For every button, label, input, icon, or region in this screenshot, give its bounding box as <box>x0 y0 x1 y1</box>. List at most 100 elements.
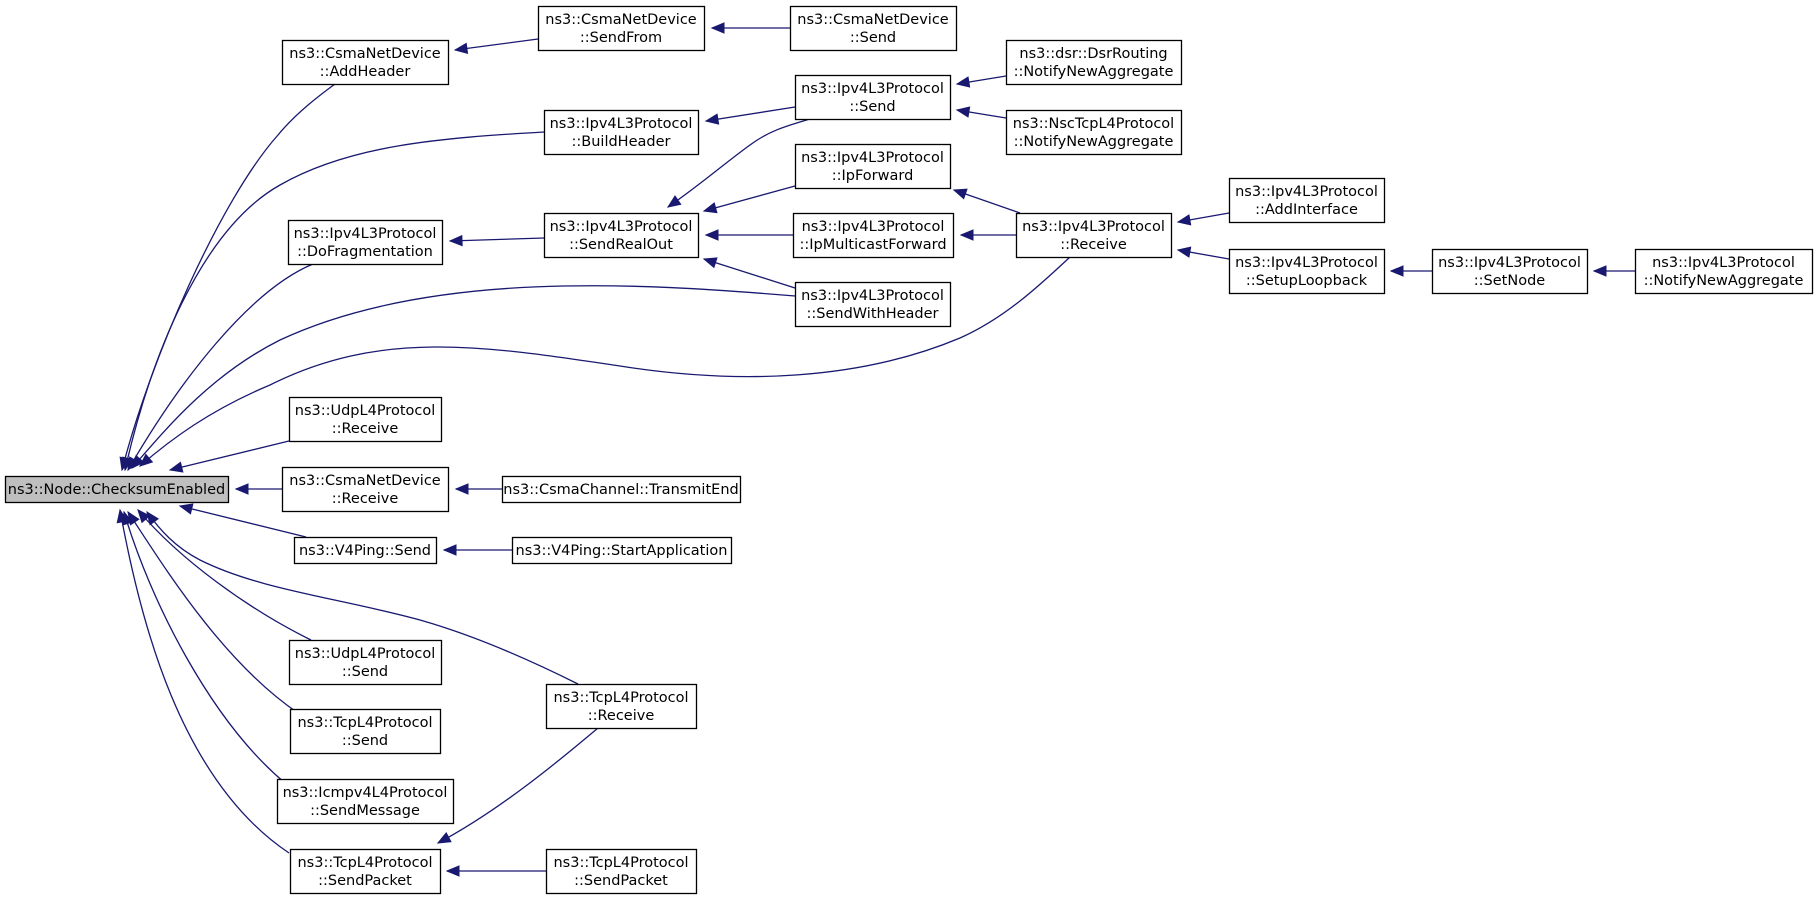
node-label-line: ::Receive <box>588 708 655 724</box>
arrowhead <box>704 229 719 241</box>
node-label-line: ns3::Ipv4L3Protocol <box>802 219 945 235</box>
node-label-line: ns3::Ipv4L3Protocol <box>1235 255 1378 271</box>
node-label-line: ::Send <box>342 664 388 680</box>
node-box <box>281 466 450 513</box>
node-box <box>4 475 230 504</box>
arrowhead <box>131 454 145 469</box>
node-box <box>545 848 698 895</box>
edge-ipv4_ipforward-to-ipv4_sendrealout <box>702 185 796 214</box>
arrowhead <box>952 188 968 200</box>
node-box <box>1015 212 1173 259</box>
node-tcp-sendpacket[interactable]: ns3::TcpL4Protocol::SendPacket <box>289 848 442 895</box>
node-csma-send[interactable]: ns3::CsmaNetDevice::Send <box>789 5 958 52</box>
arrowhead <box>146 510 160 526</box>
node-dsr-notify[interactable]: ns3::dsr::DsrRouting::NotifyNewAggregate <box>1005 39 1183 86</box>
node-nsctcp-notify[interactable]: ns3::NscTcpL4Protocol::NotifyNewAggregat… <box>1005 109 1183 156</box>
edge-nsctcp_notify-to-ipv4_send <box>955 106 1007 119</box>
node-ipv4-setnode[interactable]: ns3::Ipv4L3Protocol::SetNode <box>1431 248 1589 295</box>
node-ipv4-notify[interactable]: ns3::Ipv4L3Protocol::NotifyNewAggregate <box>1634 248 1814 295</box>
node-box <box>792 212 955 259</box>
edge-ipv4_receive-to-ipv4_ipmulticast <box>959 229 1016 241</box>
node-tcp-receive[interactable]: ns3::TcpL4Protocol::Receive <box>545 683 698 730</box>
arrowhead <box>178 503 194 515</box>
node-ipv4-sendwithheader[interactable]: ns3::Ipv4L3Protocol::SendWithHeader <box>794 281 952 328</box>
node-ipv4-ipmulticast[interactable]: ns3::Ipv4L3Protocol::IpMulticastForward <box>792 212 955 259</box>
node-ipv4-send[interactable]: ns3::Ipv4L3Protocol::Send <box>794 74 952 121</box>
nodes-layer: ns3::Node::ChecksumEnabled ns3::CsmaNetDe… <box>4 5 1814 895</box>
edge-csma_receive-to-checksum_enabled <box>234 483 282 495</box>
node-label-line: ns3::V4Ping::Send <box>299 543 431 559</box>
node-label-line: ns3::Ipv4L3Protocol <box>550 219 693 235</box>
node-ipv4-addinterface[interactable]: ns3::Ipv4L3Protocol::AddInterface <box>1228 177 1386 224</box>
node-label-line: ns3::Ipv4L3Protocol <box>550 116 693 132</box>
node-ipv4-sendrealout[interactable]: ns3::Ipv4L3Protocol::SendRealOut <box>543 212 700 259</box>
node-csma-addheader[interactable]: ns3::CsmaNetDevice::AddHeader <box>281 39 450 86</box>
edge-ipv4_receive-to-checksum_enabled <box>139 256 1071 467</box>
node-tcp-sendpacket2[interactable]: ns3::TcpL4Protocol::SendPacket <box>545 848 698 895</box>
arrowhead <box>666 195 682 208</box>
edge-ipv4_send-to-ipv4_buildheader <box>704 106 796 125</box>
node-csma-receive[interactable]: ns3::CsmaNetDevice::Receive <box>281 466 450 513</box>
arrowhead <box>436 832 452 844</box>
node-label-line: ::SendMessage <box>310 803 420 819</box>
node-box <box>288 639 443 686</box>
edge-line <box>179 505 307 538</box>
node-label-line: ns3::Ipv4L3Protocol <box>1438 255 1581 271</box>
edge-ipv4_setnode-to-ipv4_setuploopback <box>1389 265 1432 277</box>
node-icmp-sendmessage[interactable]: ns3::Icmpv4L4Protocol::SendMessage <box>276 778 455 825</box>
node-ipv4-buildheader[interactable]: ns3::Ipv4L3Protocol::BuildHeader <box>543 109 700 156</box>
edge-line <box>437 727 599 844</box>
node-ipv4-setuploopback[interactable]: ns3::Ipv4L3Protocol::SetupLoopback <box>1228 248 1386 295</box>
edge-ipv4_dofrag-to-checksum_enabled <box>127 263 314 472</box>
node-checksum-enabled[interactable]: ns3::Node::ChecksumEnabled <box>4 475 230 504</box>
edge-line <box>127 511 299 714</box>
node-label-line: ::Receive <box>332 421 399 437</box>
node-label-line: ::SetNode <box>1474 273 1546 289</box>
arrowhead <box>445 865 460 877</box>
node-box <box>1005 39 1183 86</box>
node-box <box>293 536 438 565</box>
edge-line <box>137 509 312 641</box>
arrowhead <box>234 483 249 495</box>
node-label-line: ns3::Ipv4L3Protocol <box>1022 219 1165 235</box>
edge-line <box>124 131 545 471</box>
node-label-line: ns3::Ipv4L3Protocol <box>801 81 944 97</box>
edge-udp_receive-to-checksum_enabled <box>168 440 290 473</box>
node-box <box>794 143 952 190</box>
node-box <box>289 708 442 755</box>
node-ipv4-dofrag[interactable]: ns3::Ipv4L3Protocol::DoFragmentation <box>287 219 444 266</box>
node-label-line: ::NotifyNewAggregate <box>1014 64 1174 80</box>
node-ipv4-receive[interactable]: ns3::Ipv4L3Protocol::Receive <box>1015 212 1173 259</box>
node-label-line: ns3::Icmpv4L4Protocol <box>283 785 448 801</box>
node-ipv4-ipforward[interactable]: ns3::Ipv4L3Protocol::IpForward <box>794 143 952 190</box>
node-v4ping-startapp[interactable]: ns3::V4Ping::StartApplication <box>511 536 733 565</box>
node-label-line: ns3::CsmaNetDevice <box>289 46 441 62</box>
edge-tcp_send-to-checksum_enabled <box>127 510 299 714</box>
edge-line <box>703 258 796 289</box>
edge-ipv4_notify-to-ipv4_setnode <box>1592 265 1635 277</box>
node-v4ping-send[interactable]: ns3::V4Ping::Send <box>293 536 438 565</box>
arrowhead <box>704 113 720 125</box>
node-label-line: ns3::dsr::DsrRouting <box>1019 46 1167 62</box>
node-udp-send[interactable]: ns3::UdpL4Protocol::Send <box>288 639 443 686</box>
node-label-line: ::IpForward <box>832 168 914 184</box>
node-box <box>511 536 733 565</box>
node-label-line: ns3::TcpL4Protocol <box>297 855 432 871</box>
edge-dsr_notify-to-ipv4_send <box>955 75 1007 88</box>
node-box <box>287 219 444 266</box>
node-tcp-send[interactable]: ns3::TcpL4Protocol::Send <box>289 708 442 755</box>
edge-ipv4_sendrealout-to-ipv4_dofrag <box>448 234 545 247</box>
node-box <box>1005 109 1183 156</box>
node-label-line: ::BuildHeader <box>572 134 671 150</box>
edge-csma_send-to-csma_sendfrom <box>710 22 790 34</box>
node-label-line: ::SendPacket <box>574 873 668 889</box>
edge-csmachannel_transmitend-to-csma_receive <box>454 483 502 495</box>
node-label-line: ::SendFrom <box>580 30 662 46</box>
node-udp-receive[interactable]: ns3::UdpL4Protocol::Receive <box>288 396 443 443</box>
node-label-line: ns3::Node::ChecksumEnabled <box>8 482 225 498</box>
node-box <box>543 212 700 259</box>
node-box <box>543 109 700 156</box>
node-csmachannel-transmitend[interactable]: ns3::CsmaChannel::TransmitEnd <box>501 475 742 504</box>
node-csma-sendfrom[interactable]: ns3::CsmaNetDevice::SendFrom <box>537 5 706 52</box>
